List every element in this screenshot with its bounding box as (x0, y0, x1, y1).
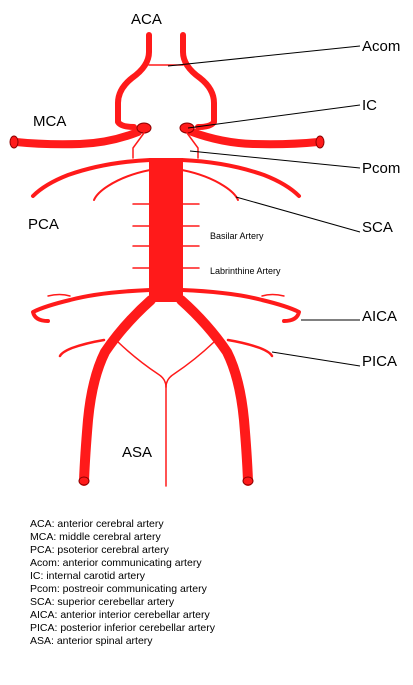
acom-leader (167, 45, 361, 67)
vertebral-left-end (78, 476, 90, 486)
pica-right-artery (226, 338, 274, 358)
legend-item: MCA: middle cerebral artery (30, 531, 161, 543)
label-asa: ASA (122, 444, 152, 461)
label-pca: PCA (28, 216, 59, 233)
aica-right-artery (180, 288, 301, 323)
vertebral-right-artery (176, 295, 253, 486)
circle-of-willis-diagram: ACA Acom MCA IC Pcom PCA SCA Basilar Art… (9, 11, 400, 487)
sca-leader (235, 196, 361, 233)
legend-item: Acom: anterior communicating artery (30, 557, 202, 569)
pca-left-artery (31, 158, 152, 198)
mca-right-end (315, 135, 325, 149)
legend-item: SCA: superior cerebellar artery (30, 596, 175, 608)
label-aica: AICA (362, 308, 397, 325)
legend-item: Pcom: postreoir communicating artery (30, 583, 207, 595)
label-pica: PICA (362, 353, 397, 370)
leader-lines (167, 45, 361, 367)
ic-right (179, 122, 195, 134)
abbreviation-legend: ACA: anterior cerebral artery MCA: middl… (30, 518, 215, 648)
sca-left-artery (93, 169, 151, 201)
aca-left-artery (115, 32, 152, 130)
mca-left-end (9, 135, 19, 149)
vertebral-right-end (242, 476, 254, 486)
label-ic: IC (362, 97, 377, 114)
legend-item: ASA: anterior spinal artery (30, 635, 153, 647)
aica-left-branch (47, 293, 71, 297)
legend-item: IC: internal carotid artery (30, 570, 145, 582)
label-acom: Acom (362, 38, 400, 55)
asa-right-root (165, 341, 215, 388)
ic-leader (187, 104, 361, 129)
label-sca: SCA (362, 219, 393, 236)
ic-left (136, 122, 152, 134)
label-labyrinthine-artery: Labrinthine Artery (210, 266, 281, 276)
aica-left-artery (31, 288, 152, 323)
pica-left-artery (58, 338, 106, 358)
label-pcom: Pcom (362, 160, 400, 177)
legend-item: PCA: psoterior cerebral artery (30, 544, 169, 556)
legend-item: ACA: anterior cerebral artery (30, 518, 164, 530)
asa-left-root (117, 341, 167, 388)
aca-right-artery (180, 32, 217, 130)
label-mca: MCA (33, 113, 66, 130)
pcom-left-artery (132, 132, 145, 159)
pca-right-artery (180, 158, 301, 198)
pcom-right-artery (186, 132, 199, 159)
label-basilar-artery: Basilar Artery (210, 231, 264, 241)
label-aca: ACA (131, 11, 162, 28)
pontine-branches (132, 203, 200, 247)
mca-right-artery (188, 128, 322, 149)
aica-right-branch (261, 293, 285, 297)
legend-item: AICA: anterior interior cerebellar arter… (30, 609, 210, 621)
sca-right-artery (181, 169, 239, 201)
mca-left-artery (12, 128, 142, 149)
pica-leader (271, 351, 361, 367)
legend-item: PICA: posterior inferior cerebellar arte… (30, 622, 215, 634)
pcom-leader (189, 150, 361, 169)
basilar-artery (149, 158, 183, 302)
vertebral-left-artery (79, 295, 156, 486)
